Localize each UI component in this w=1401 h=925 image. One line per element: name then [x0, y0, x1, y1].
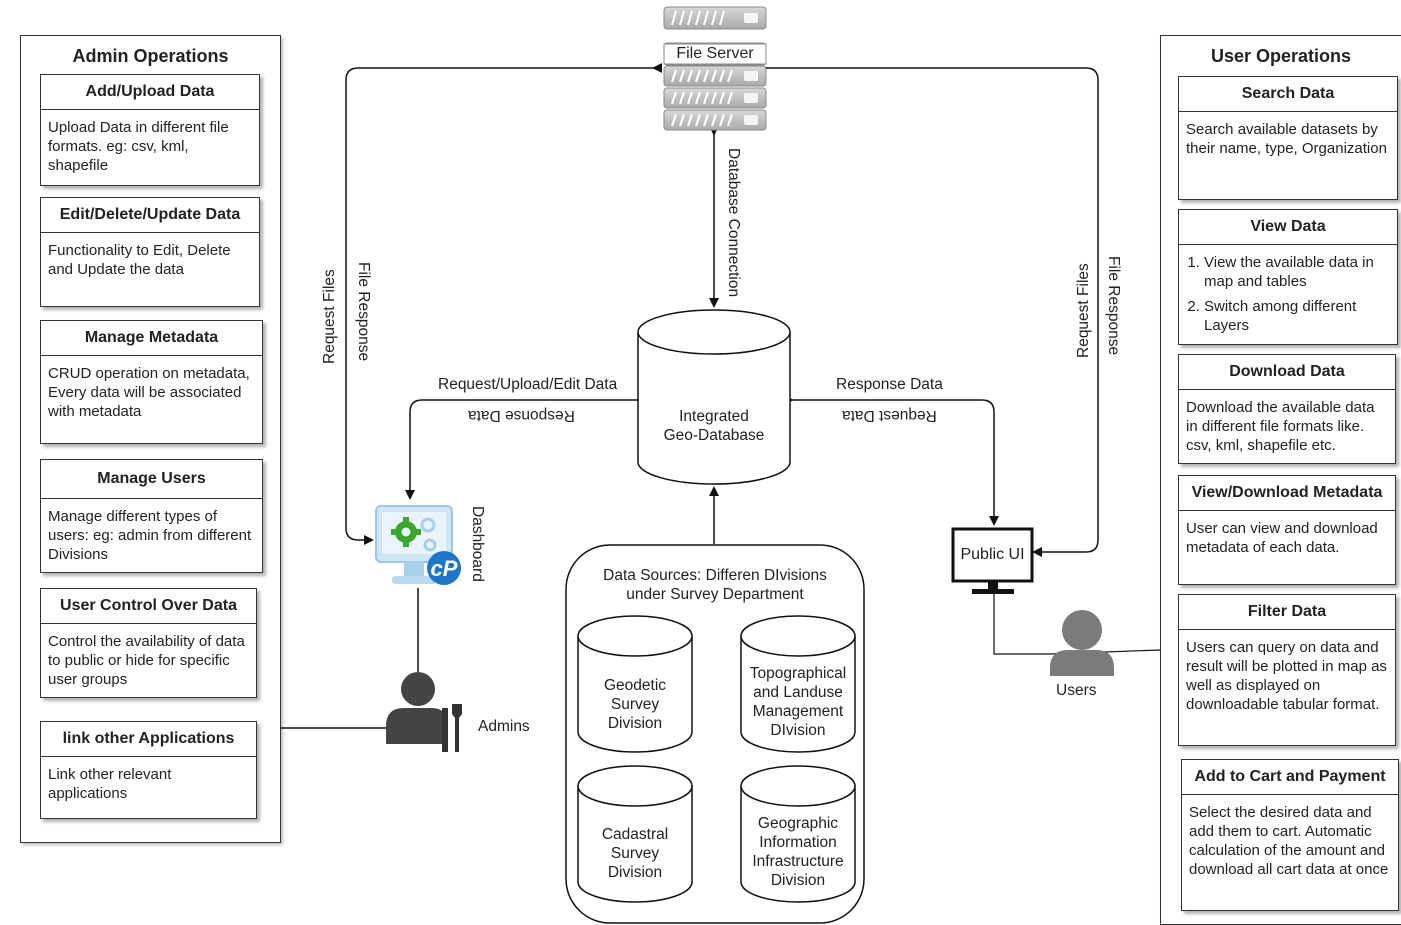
card-title: Add/Upload Data: [41, 75, 259, 110]
edge-label-request-files-right: Request Files: [1075, 263, 1092, 358]
edge-dashboard-fileserver: [345, 63, 662, 545]
edge-publicui-fileserver: [758, 63, 1099, 557]
edge-label-request-files-left: Request Files: [321, 269, 338, 364]
user-panel-title: User Operations: [1210, 46, 1352, 66]
edge-label-request-upload-edit: Request/Upload/Edit Data: [438, 376, 618, 393]
card-add-to-cart-payment: Add to Cart and Payment Select the desir…: [1181, 759, 1399, 911]
edge-label-request-data-right: Request Data: [842, 407, 937, 424]
card-body: Search available datasets by their name,…: [1186, 121, 1387, 157]
card-view-download-metadata: View/Download Metadata User can view and…: [1178, 475, 1396, 585]
list-item: Switch among different Layers: [1204, 297, 1390, 335]
card-body: Control the availability of data to publ…: [48, 633, 245, 688]
data-sources-title: Data Sources: Differen DIvisions under S…: [603, 567, 827, 603]
card-title: View Data: [1179, 210, 1397, 245]
card-view-data: View Data View the available data in map…: [1178, 209, 1398, 345]
public-ui-label: Public UI: [960, 546, 1025, 563]
edge-label-response-data-left: Response Data: [468, 407, 575, 424]
edge-label-response-data-right: Response Data: [836, 376, 943, 393]
svg-text:cP: cP: [431, 556, 458, 581]
users-person-icon: [1050, 610, 1114, 676]
dashboard-icon: cP: [375, 505, 461, 585]
edge-publicui-database: [784, 395, 999, 526]
card-link-other-applications: link other Applications Link other relev…: [40, 721, 257, 819]
card-title: Search Data: [1179, 77, 1397, 112]
card-title: View/Download Metadata: [1179, 476, 1395, 511]
card-body: Link other relevant applications: [48, 766, 172, 802]
geo-database-cylinder: [637, 309, 791, 485]
edge-label-database-connection: Database Connection: [725, 148, 742, 298]
public-ui-icon: [951, 527, 1034, 594]
dashboard-label: Dashboard: [469, 506, 486, 582]
card-manage-users: Manage Users Manage different types of u…: [40, 459, 263, 573]
card-user-control-over-data: User Control Over Data Control the avail…: [40, 588, 257, 698]
card-body: Download the available data in different…: [1186, 399, 1375, 454]
card-title: Add to Cart and Payment: [1182, 760, 1398, 795]
file-server-label: File Server: [676, 45, 754, 62]
card-edit-delete-update-data: Edit/Delete/Update Data Functionality to…: [40, 197, 260, 307]
file-server-icon: [663, 6, 767, 131]
geo-database-label: Integrated Geo-Database: [663, 408, 765, 444]
card-download-data: Download Data Download the available dat…: [1178, 354, 1396, 464]
card-title: link other Applications: [41, 722, 256, 757]
card-body: Users can query on data and result will …: [1186, 639, 1387, 713]
card-body: CRUD operation on metadata, Every data w…: [48, 365, 250, 420]
card-title: Manage Metadata: [41, 321, 262, 356]
edge-dashboard-database: [405, 395, 646, 500]
card-title: User Control Over Data: [41, 589, 256, 624]
admins-label: Admins: [478, 718, 530, 735]
card-manage-metadata: Manage Metadata CRUD operation on metada…: [40, 320, 263, 444]
card-title: Filter Data: [1179, 595, 1395, 630]
card-filter-data: Filter Data Users can query on data and …: [1178, 594, 1396, 746]
card-body: Select the desired data and add them to …: [1189, 804, 1389, 878]
admin-panel-title: Admin Operations: [72, 46, 229, 66]
list-item: View the available data in map and table…: [1204, 253, 1390, 291]
users-label: Users: [1056, 682, 1097, 699]
card-add-upload-data: Add/Upload Data Upload Data in different…: [40, 74, 260, 186]
card-search-data: Search Data Search available datasets by…: [1178, 76, 1398, 200]
card-body: Upload Data in different file formats. e…: [48, 119, 229, 174]
card-title: Edit/Delete/Update Data: [41, 198, 259, 233]
card-body: Manage different types of users: eg: adm…: [48, 508, 252, 563]
edge-label-file-response-right: File Response: [1105, 256, 1122, 356]
card-body: User can view and download metadata of e…: [1186, 520, 1378, 556]
edge-label-file-response-left: File Response: [355, 262, 372, 362]
card-body: Functionality to Edit, Delete and Update…: [48, 242, 231, 278]
card-title: Manage Users: [41, 460, 262, 499]
admin-person-icon: [386, 672, 462, 752]
division-cylinders: [577, 615, 856, 903]
card-title: Download Data: [1179, 355, 1395, 390]
